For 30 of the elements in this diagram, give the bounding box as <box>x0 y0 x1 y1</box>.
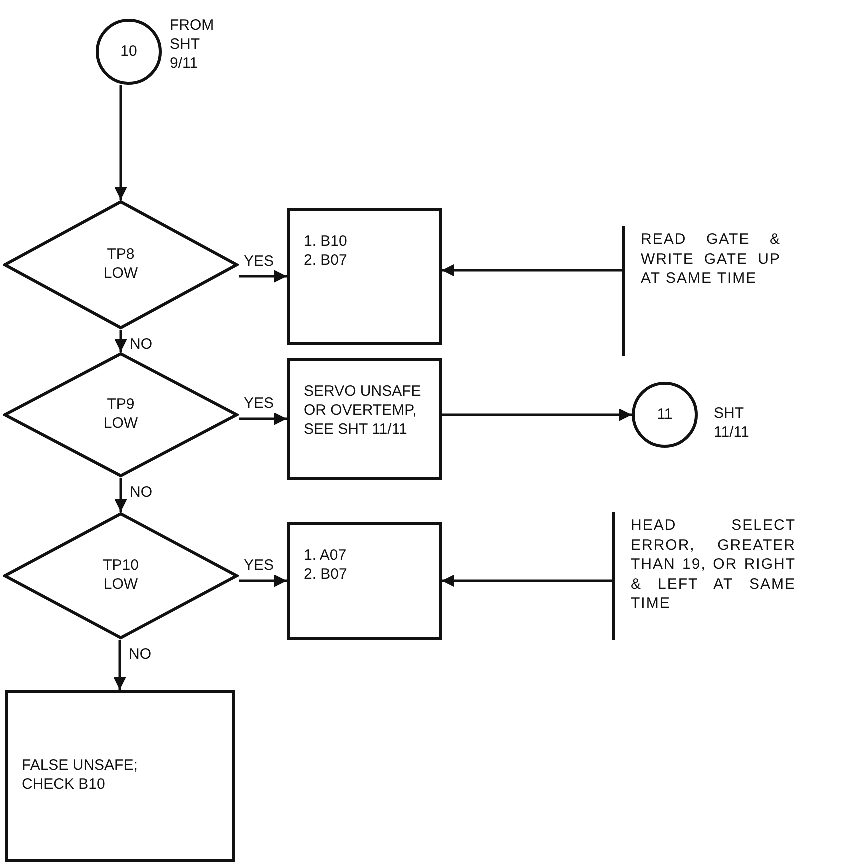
arrow <box>114 478 128 512</box>
note-text: HEAD SELECT ERROR, GREATER THAN 19, OR RIGHT & LEFT AT SAME TIME <box>631 516 796 614</box>
connector-number: 10 <box>120 42 138 62</box>
process-box <box>287 522 442 640</box>
arrow <box>114 85 128 200</box>
sheet-reference: SHT 11/11 <box>714 405 750 442</box>
decision-text: TP10 LOW <box>102 557 140 595</box>
arrow <box>442 574 612 588</box>
arrow <box>114 640 126 690</box>
process-box <box>287 358 442 480</box>
arrow <box>442 264 622 277</box>
connector-number: 11 <box>657 406 673 424</box>
arrow <box>114 330 128 352</box>
arrow <box>239 412 287 426</box>
process-text: 2. B07 <box>304 566 348 584</box>
note-text: READ GATE & WRITE GATE UP AT SAME TIME <box>641 230 781 288</box>
process-text: SERVO UNSAFE OR OVERTEMP, SEE SHT 11/11 <box>304 383 422 440</box>
edge-label: YES <box>243 252 276 270</box>
arrow <box>239 270 287 283</box>
arrow <box>442 408 632 422</box>
decision-text: TP9 LOW <box>102 396 140 434</box>
process-text: 2. B07 <box>304 252 348 270</box>
decision-text: TP8 LOW <box>102 246 140 284</box>
process-text: 1. B10 <box>304 233 348 252</box>
process-text: FALSE UNSAFE; CHECK B10 <box>22 757 139 795</box>
arrow <box>239 574 287 588</box>
sheet-reference: FROM SHT 9/11 <box>170 17 216 74</box>
process-box <box>287 208 442 345</box>
process-box <box>5 690 235 862</box>
process-text: 1. A07 <box>304 547 348 566</box>
